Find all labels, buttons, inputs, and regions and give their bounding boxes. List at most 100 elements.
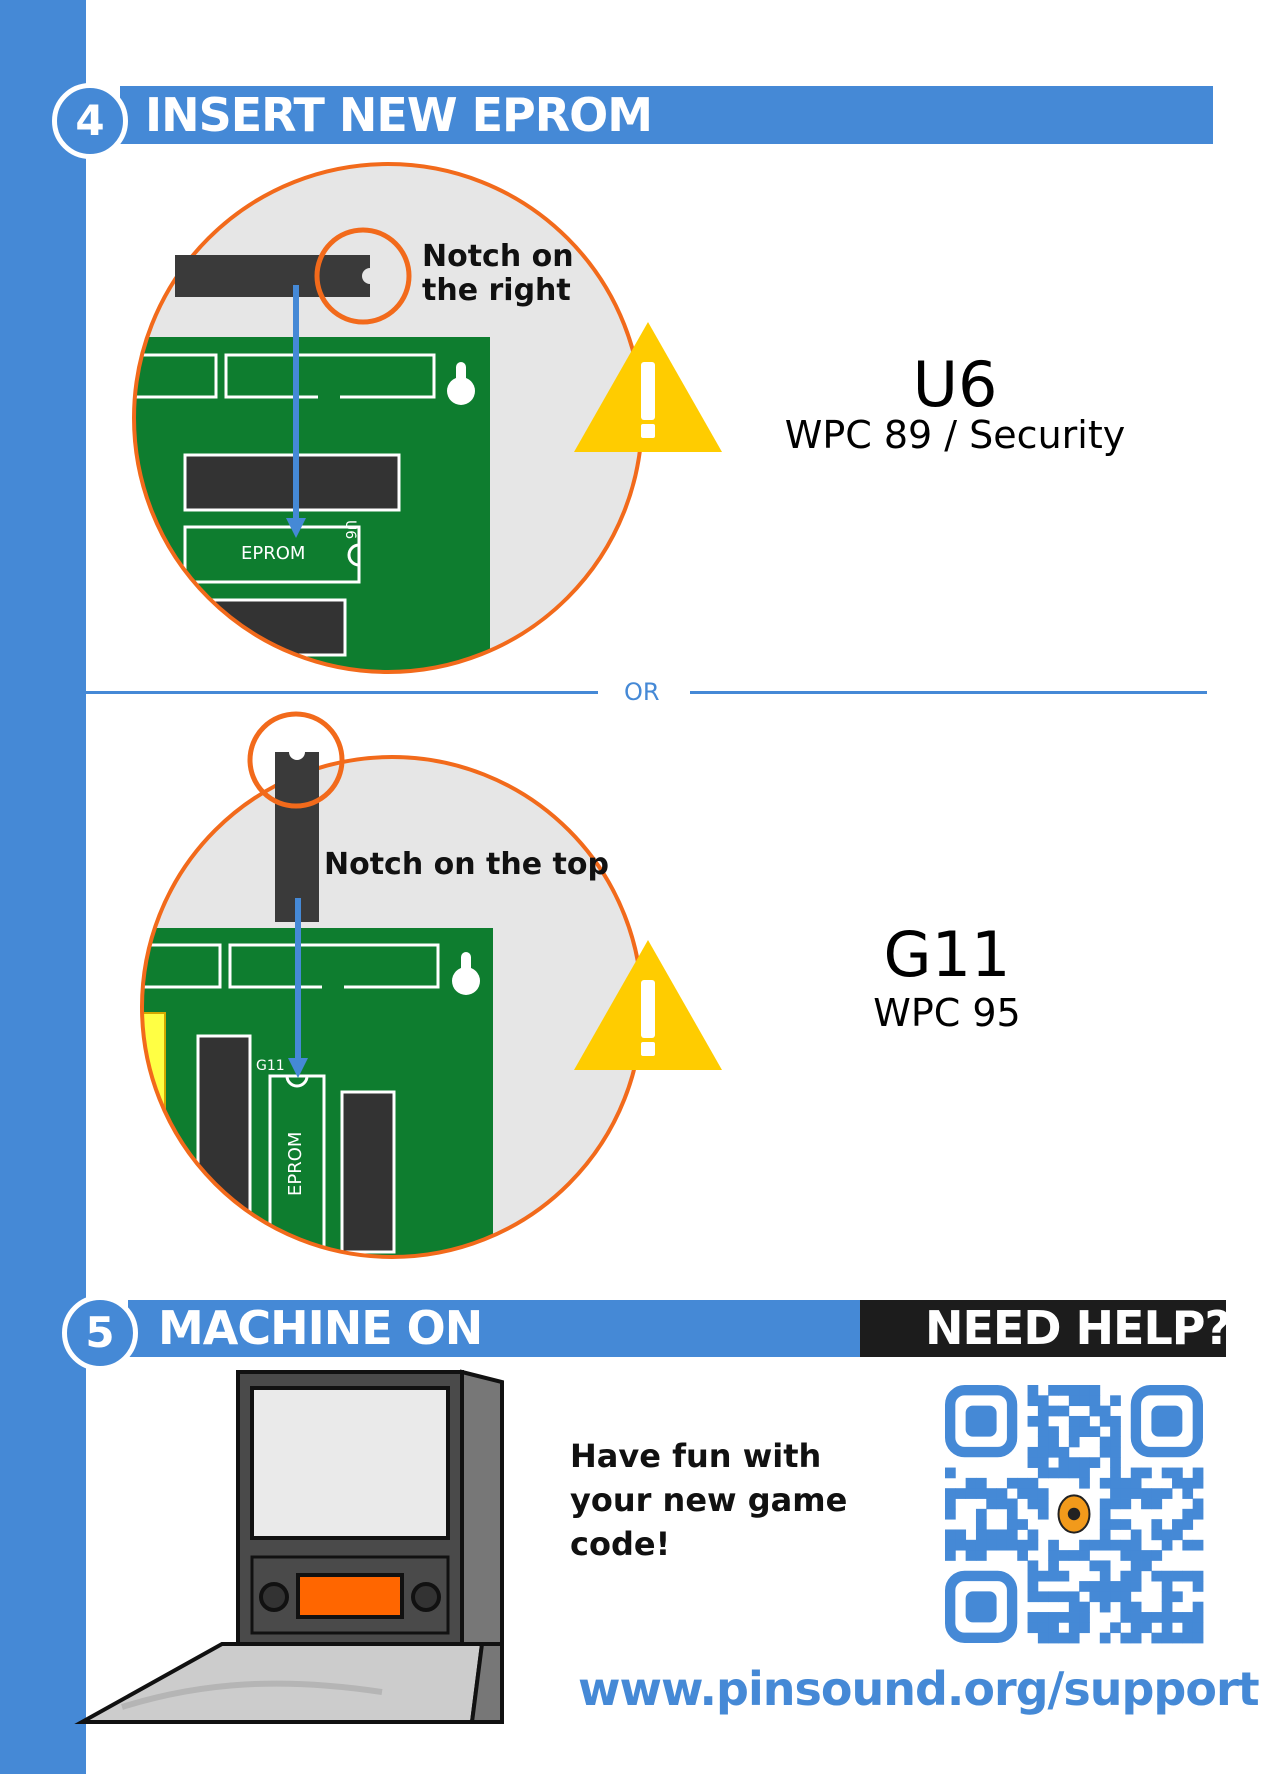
- qr-module: [1130, 1539, 1142, 1551]
- qr-module: [1079, 1385, 1090, 1396]
- qr-module: [996, 1529, 1008, 1541]
- qr-module: [1079, 1601, 1090, 1613]
- notch-highlight-circle: [247, 711, 345, 809]
- qr-module: [1141, 1622, 1152, 1634]
- qr-module: [986, 1488, 997, 1499]
- qr-module: [945, 1488, 956, 1499]
- qr-module: [1120, 1591, 1132, 1603]
- qr-module: [1048, 1385, 1059, 1396]
- qr-module: [1130, 1570, 1142, 1582]
- qr-module: [1110, 1477, 1121, 1489]
- option-b-notch-label: Notch on the top: [324, 847, 609, 882]
- qr-module: [1182, 1519, 1194, 1530]
- qr-module: [1048, 1539, 1059, 1551]
- qr-module: [1130, 1612, 1142, 1623]
- qr-module: [1192, 1612, 1204, 1623]
- qr-module: [1130, 1488, 1142, 1499]
- qr-module: [1048, 1467, 1059, 1479]
- warning-icon: [574, 322, 722, 452]
- qr-module: [1068, 1622, 1080, 1634]
- qr-module: [1161, 1539, 1173, 1551]
- qr-module: [1037, 1612, 1049, 1623]
- qr-module: [1161, 1467, 1173, 1479]
- qr-module: [1130, 1560, 1142, 1572]
- separator-line-left: [86, 691, 598, 694]
- qr-module: [1079, 1581, 1090, 1592]
- qr-module: [1161, 1591, 1173, 1603]
- qr-module: [1099, 1560, 1111, 1572]
- qr-module: [1068, 1426, 1080, 1437]
- qr-module: [1027, 1622, 1039, 1634]
- pinball-machine-illustration: [74, 1369, 504, 1724]
- qr-module: [1161, 1632, 1173, 1644]
- qr-module: [1120, 1477, 1132, 1489]
- qr-module: [1006, 1519, 1018, 1530]
- qr-module: [1151, 1550, 1163, 1561]
- qr-module: [965, 1550, 977, 1561]
- qr-module: [1110, 1446, 1121, 1458]
- qr-module: [955, 1539, 967, 1551]
- qr-module: [1192, 1498, 1204, 1510]
- qr-module: [1182, 1632, 1194, 1644]
- qr-module: [965, 1488, 977, 1499]
- qr-module: [1120, 1519, 1132, 1530]
- qr-module: [1048, 1405, 1059, 1417]
- qr-code[interactable]: [944, 1384, 1204, 1644]
- option-a-illustration: [132, 162, 722, 674]
- qr-module: [1099, 1519, 1111, 1530]
- qr-module: [1151, 1488, 1163, 1499]
- qr-module: [1110, 1539, 1121, 1551]
- qr-module: [1130, 1601, 1142, 1613]
- qr-module: [1058, 1570, 1070, 1582]
- qr-module: [1037, 1488, 1049, 1499]
- qr-module: [1192, 1622, 1204, 1634]
- qr-module: [1058, 1550, 1070, 1561]
- qr-module: [1182, 1477, 1194, 1489]
- support-url[interactable]: www.pinsound.org/support: [578, 1662, 1260, 1716]
- qr-module: [1089, 1385, 1101, 1396]
- qr-module: [1006, 1498, 1018, 1510]
- notch-highlight-circle: [314, 227, 412, 325]
- qr-module: [1141, 1550, 1152, 1561]
- qr-module: [1172, 1529, 1183, 1541]
- qr-module: [1182, 1570, 1194, 1582]
- qr-module: [1017, 1539, 1028, 1551]
- qr-module: [1048, 1446, 1059, 1458]
- qr-module: [955, 1488, 967, 1499]
- qr-module: [1172, 1519, 1183, 1530]
- qr-module: [1048, 1570, 1059, 1582]
- qr-finder-pattern: [1130, 1384, 1203, 1458]
- qr-module: [1120, 1488, 1132, 1499]
- qr-module: [1017, 1550, 1028, 1561]
- qr-module: [1027, 1395, 1039, 1407]
- qr-module: [1089, 1395, 1101, 1407]
- qr-module: [1058, 1467, 1070, 1479]
- qr-module: [1110, 1457, 1121, 1468]
- qr-module: [1068, 1395, 1080, 1407]
- qr-module: [1058, 1446, 1070, 1458]
- qr-module: [1110, 1591, 1121, 1603]
- qr-module: [1058, 1457, 1070, 1468]
- speaker-right: [411, 1582, 441, 1612]
- qr-module: [1079, 1622, 1090, 1634]
- qr-module: [1130, 1550, 1142, 1561]
- qr-module: [945, 1529, 956, 1541]
- qr-module: [1141, 1467, 1152, 1479]
- qr-module: [1099, 1508, 1111, 1520]
- qr-module: [1027, 1446, 1039, 1458]
- qr-module: [1006, 1477, 1018, 1489]
- eprom-socket-u6: [183, 525, 361, 584]
- qr-module: [996, 1498, 1008, 1510]
- qr-module: [1110, 1622, 1121, 1634]
- qr-module: [1120, 1539, 1132, 1551]
- option-a-code: U6: [912, 348, 998, 421]
- qr-module: [1130, 1477, 1142, 1489]
- qr-module: [1120, 1581, 1132, 1592]
- qr-module: [1141, 1498, 1152, 1510]
- qr-module: [986, 1529, 997, 1541]
- qr-module: [1110, 1415, 1121, 1427]
- qr-module: [1027, 1488, 1039, 1499]
- qr-module: [945, 1550, 956, 1561]
- qr-module: [1130, 1632, 1142, 1644]
- qr-module: [1037, 1467, 1049, 1479]
